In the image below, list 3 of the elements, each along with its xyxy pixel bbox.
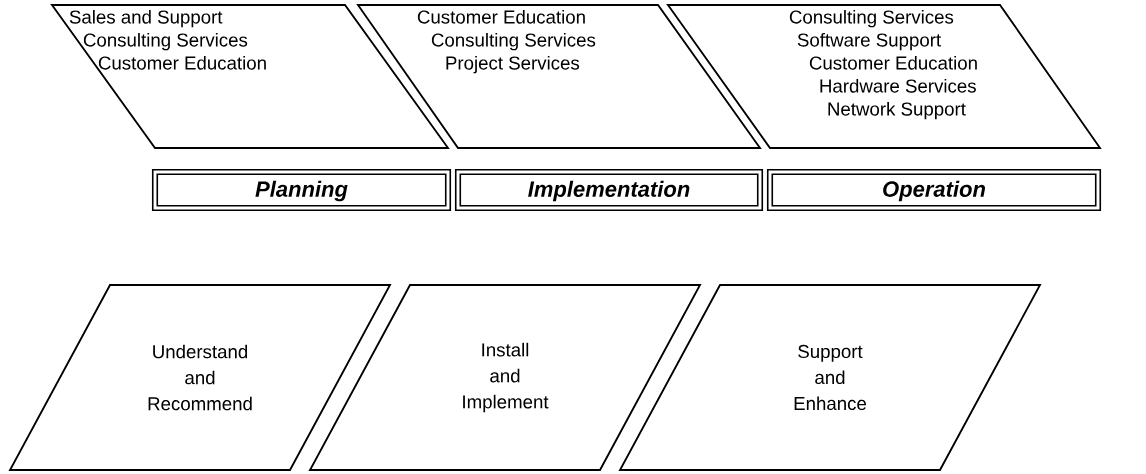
phase-banner: Implementation <box>454 168 764 212</box>
phase-banner: Operation <box>766 168 1102 212</box>
phase-banner: Planning <box>151 168 452 212</box>
